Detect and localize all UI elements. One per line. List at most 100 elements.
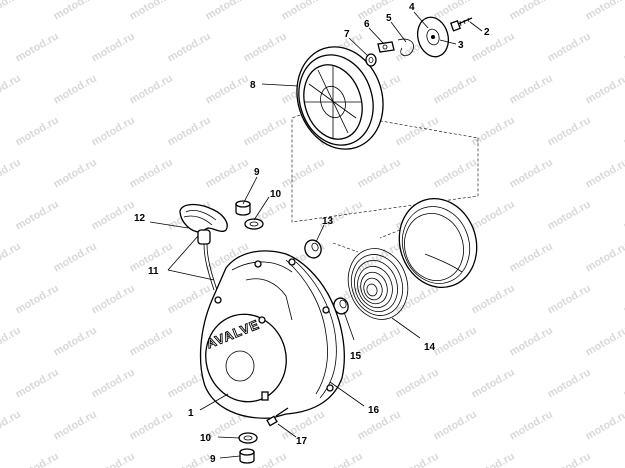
assembly-guide-lines <box>291 109 479 253</box>
watermark-text: motod.ru <box>90 450 137 468</box>
watermark-text: motod.ru <box>470 114 517 148</box>
watermark-text: motod.ru <box>394 366 441 400</box>
watermark-text: motod.ru <box>508 408 555 442</box>
callout-2: 2 <box>484 27 490 38</box>
watermark-text: motod.ru <box>14 114 61 148</box>
watermark-text: motod.ru <box>508 0 555 23</box>
watermark-text: motod.ru <box>584 324 625 358</box>
watermark-text: motod.ru <box>356 324 403 358</box>
watermark-text: motod.ru <box>128 72 175 106</box>
watermark-text: motod.ru <box>14 30 61 64</box>
callout-3: 3 <box>458 40 464 51</box>
watermark-text: motod.ru <box>90 30 137 64</box>
watermark-text: motod.ru <box>166 30 213 64</box>
watermark-text: motod.ru <box>204 72 251 106</box>
watermark-text: motod.ru <box>0 72 23 106</box>
watermark-text: motod.ru <box>508 324 555 358</box>
watermark-text: motod.ru <box>470 30 517 64</box>
starter-housing: AVALVE <box>199 250 345 419</box>
watermark-text: motod.ru <box>356 156 403 190</box>
watermark-text: motod.ru <box>52 324 99 358</box>
watermark-text: motod.ru <box>432 156 479 190</box>
callout-leader-lines <box>149 11 483 459</box>
watermark-text: motod.ru <box>470 450 517 468</box>
starter-handle <box>179 203 228 245</box>
watermark-text: motod.ru <box>14 450 61 468</box>
callout-labels: 1 2 3 4 5 6 7 8 9 9 10 10 11 12 13 14 15… <box>134 2 490 465</box>
housing-bushing <box>304 239 322 259</box>
callout-7: 7 <box>344 29 350 40</box>
pawl-spring-clip <box>397 38 414 56</box>
watermark-text: motod.ru <box>128 324 175 358</box>
watermark-text: motod.ru <box>14 198 61 232</box>
callout-10-lower: 10 <box>200 433 212 444</box>
drain-plug-lower <box>239 448 255 464</box>
watermark-text: motod.ru <box>128 0 175 23</box>
watermark-text: motod.ru <box>204 156 251 190</box>
watermark-text: motod.ru <box>470 366 517 400</box>
watermark-text: motod.ru <box>584 240 625 274</box>
watermark-text: motod.ru <box>90 114 137 148</box>
watermark-text: motod.ru <box>432 408 479 442</box>
watermark-text: motod.ru <box>508 156 555 190</box>
watermark-text: motod.ru <box>0 324 23 358</box>
friction-plate <box>416 16 450 58</box>
callout-9-upper: 9 <box>254 167 260 178</box>
callout-6: 6 <box>364 19 370 30</box>
watermark-text: motod.ru <box>622 366 625 400</box>
watermark-text: motod.ru <box>546 366 593 400</box>
drain-plug-upper <box>235 200 251 216</box>
watermark-text: motod.ru <box>128 408 175 442</box>
watermark-text: motod.ru <box>90 282 137 316</box>
callout-11: 11 <box>148 266 159 277</box>
center-bolt <box>449 17 473 32</box>
watermark-text: motod.ru <box>622 114 625 148</box>
callout-16: 16 <box>368 405 380 416</box>
watermark-text: motod.ru <box>52 408 99 442</box>
watermark-text: motod.ru <box>242 114 289 148</box>
watermark-text: motod.ru <box>280 0 327 23</box>
spring-case <box>398 197 478 289</box>
watermark-text: motod.ru <box>52 240 99 274</box>
watermark-text: motod.ru <box>128 156 175 190</box>
pulley-bushing <box>365 53 377 67</box>
recoil-spring <box>347 248 409 320</box>
watermark-text: motod.ru <box>166 282 213 316</box>
watermark-text: motod.ru <box>508 72 555 106</box>
watermark-text: motod.ru <box>432 324 479 358</box>
watermark-text: motod.ru <box>622 282 625 316</box>
callout-9-lower: 9 <box>210 454 216 465</box>
watermark-text: motod.ru <box>0 240 23 274</box>
watermark-text: motod.ru <box>52 72 99 106</box>
callout-12: 12 <box>134 213 146 224</box>
watermark-text: motod.ru <box>508 240 555 274</box>
watermark-text: motod.ru <box>166 114 213 148</box>
watermark-text: motod.ru <box>280 156 327 190</box>
watermark-text: motod.ru <box>14 366 61 400</box>
housing-bolt <box>266 407 289 427</box>
watermark-text: motod.ru <box>394 114 441 148</box>
watermark-text: motod.ru <box>584 156 625 190</box>
callout-8: 8 <box>250 80 256 91</box>
watermark-text: motod.ru <box>622 30 625 64</box>
watermark-text: motod.ru <box>318 450 365 468</box>
watermark-text: motod.ru <box>242 30 289 64</box>
watermark-text: motod.ru <box>90 366 137 400</box>
callout-4: 4 <box>409 2 415 13</box>
watermark-text: motod.ru <box>470 198 517 232</box>
watermark-text: motod.ru <box>52 0 99 23</box>
callout-5: 5 <box>386 13 392 24</box>
watermark-text: motod.ru <box>166 450 213 468</box>
watermark-text: motod.ru <box>546 198 593 232</box>
watermark-text: motod.ru <box>584 408 625 442</box>
watermark-text: motod.ru <box>584 72 625 106</box>
rope-pulley <box>296 46 384 150</box>
watermark-text: motod.ru <box>432 72 479 106</box>
callout-13: 13 <box>322 216 334 227</box>
watermark-text: motod.ru <box>622 450 625 468</box>
callout-14: 14 <box>424 342 436 353</box>
watermark-text: motod.ru <box>0 0 23 23</box>
watermark-text: motod.ru <box>546 30 593 64</box>
watermark-text: motod.ru <box>52 156 99 190</box>
